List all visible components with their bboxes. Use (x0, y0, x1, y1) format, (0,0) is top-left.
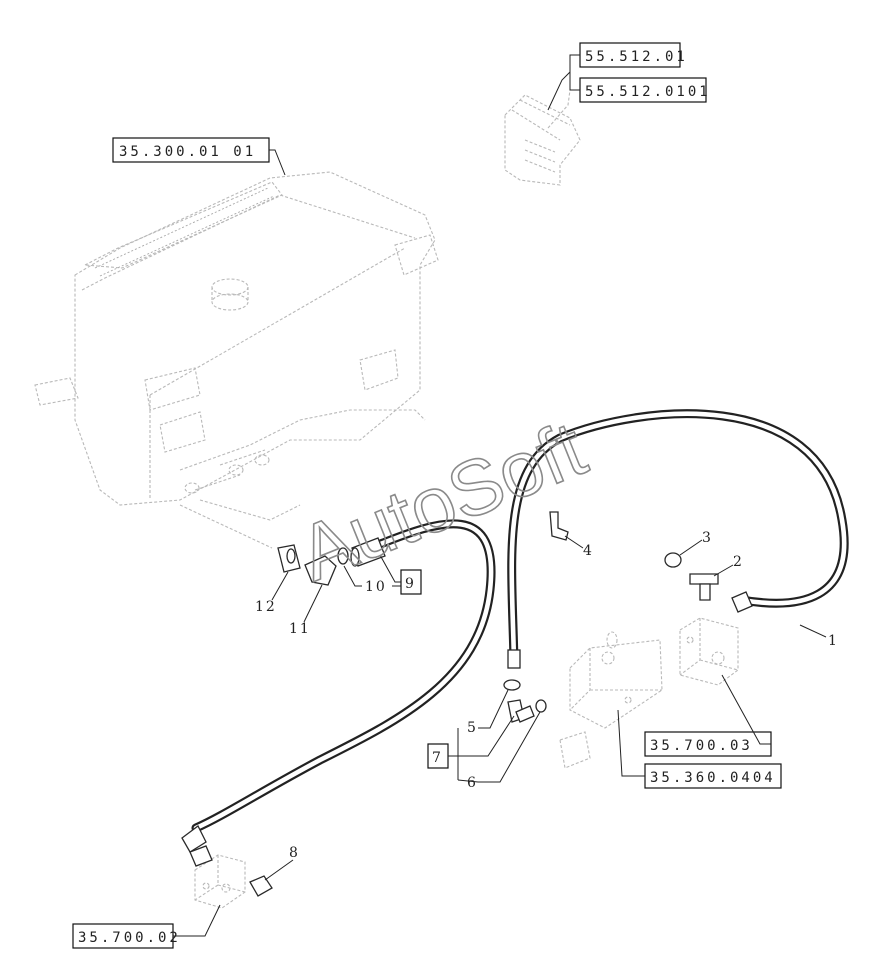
callout-7-group: 7 (427, 715, 515, 780)
part-4-clamp[interactable] (549, 511, 569, 541)
part-7-elbow-fitting[interactable] (507, 699, 535, 723)
ref-35-360-0404[interactable]: 35.360.0404 (617, 709, 782, 789)
callout-11: 11 (289, 584, 323, 637)
part-5-seal-ring[interactable] (503, 679, 521, 691)
callout-5-label: 5 (467, 720, 478, 736)
ref-35-700-03-label: 35.700.03 (650, 738, 753, 754)
callout-6: 6 (457, 711, 541, 791)
hose-9[interactable] (191, 519, 496, 833)
part-8-plug[interactable] (249, 875, 273, 897)
callout-2-label: 2 (733, 554, 744, 570)
callout-1: 1 (799, 624, 839, 649)
ref-35-300-01-01[interactable]: 35.300.01 01 (112, 137, 286, 176)
hose-1-lower-fitting (507, 649, 521, 669)
callout-12-label: 12 (255, 599, 277, 615)
ref-35-300-01-01-label: 35.300.01 01 (119, 144, 256, 160)
ref-55-512-01[interactable]: 55.512.01 (579, 42, 688, 68)
callout-8-label: 8 (289, 845, 300, 861)
ref-55-512-bracket (547, 54, 580, 111)
hydraulic-tank-outline (34, 171, 439, 549)
callout-8: 8 (264, 845, 300, 881)
callout-3: 3 (679, 530, 713, 556)
callout-4: 4 (564, 535, 594, 559)
callout-2: 2 (713, 554, 744, 577)
part-3-cap[interactable] (664, 552, 682, 568)
ref-35-700-02-label: 35.700.02 (78, 930, 181, 946)
part-2-tee-fitting[interactable] (689, 573, 719, 601)
ref-35-700-03[interactable]: 35.700.03 (644, 674, 772, 757)
valve-block-35-700-03 (679, 617, 739, 686)
callout-10: 10 (343, 565, 401, 595)
ref-55-512-0101-label: 55.512.0101 (585, 84, 711, 100)
callout-3-label: 3 (702, 530, 713, 546)
part-6-seal-ring[interactable] (535, 699, 547, 713)
valve-block-35-360-0404 (559, 631, 663, 769)
ref-35-360-0404-label: 35.360.0404 (650, 770, 776, 786)
callout-7-label: 7 (432, 750, 443, 766)
hose-1-end-fitting (731, 591, 753, 613)
hose-1[interactable] (507, 409, 849, 667)
hose-9-lower-fitting (181, 825, 213, 867)
valve-block-35-700-02 (194, 854, 246, 909)
ref-55-512-01-label: 55.512.01 (585, 49, 688, 65)
ref-35-700-02[interactable]: 35.700.02 (72, 904, 221, 949)
callout-9-box: 9 (379, 554, 422, 595)
callout-1-label: 1 (828, 633, 839, 649)
hose-9-upper-fitting (350, 537, 386, 567)
part-11-elbow[interactable] (304, 555, 337, 586)
callout-4-label: 4 (583, 543, 594, 559)
callout-10-label: 10 (365, 579, 387, 595)
callout-11-label: 11 (289, 621, 311, 637)
part-10-seal-ring[interactable] (337, 547, 349, 565)
callout-6-label: 6 (467, 775, 478, 791)
callout-12: 12 (255, 571, 289, 615)
ref-55-512-0101[interactable]: 55.512.0101 (579, 77, 711, 103)
callout-9-label: 9 (405, 576, 416, 592)
part-12-adapter[interactable] (277, 544, 301, 573)
watermark-text: AutoSoft (287, 404, 598, 598)
control-switch-outline (504, 89, 581, 186)
callout-5: 5 (467, 689, 509, 736)
